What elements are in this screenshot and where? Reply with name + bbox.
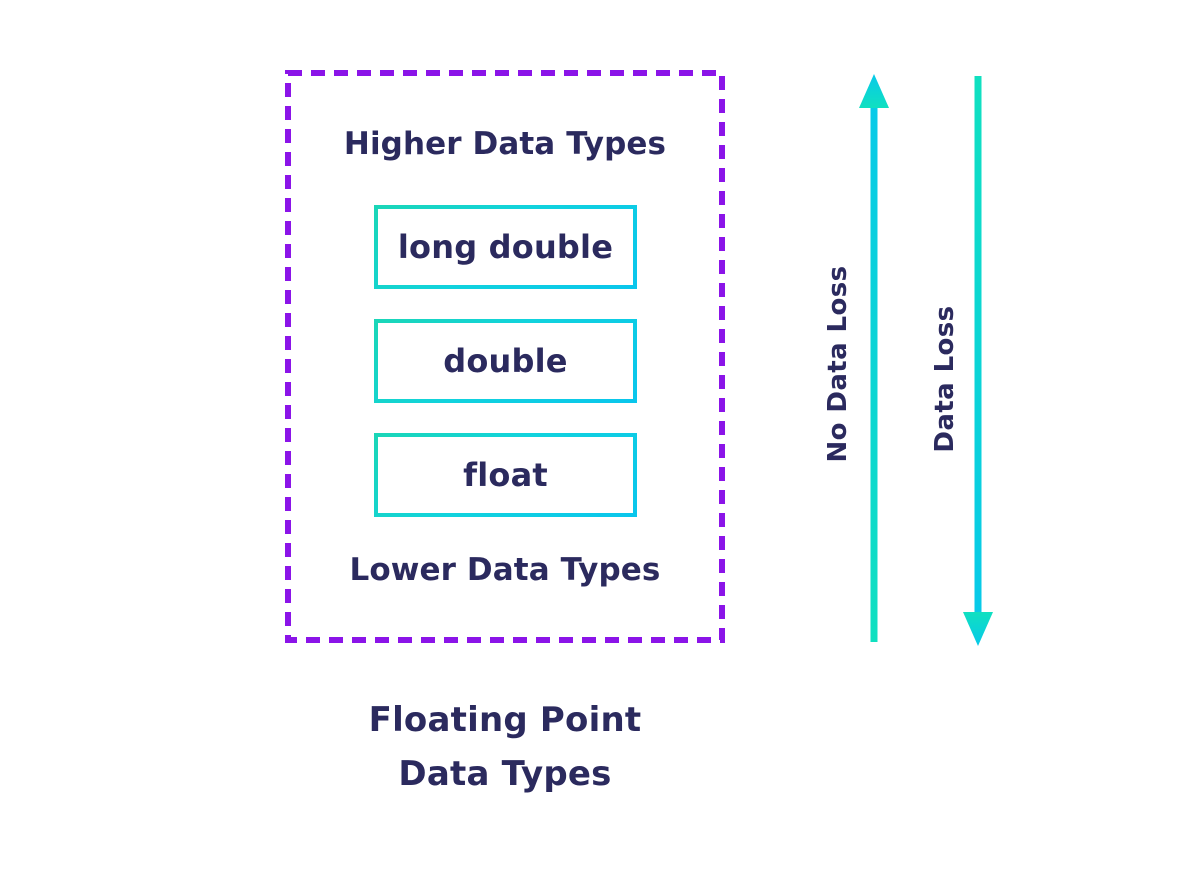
higher-data-types-label: Higher Data Types <box>343 126 667 162</box>
diagram-title-line-2: Data Types <box>398 754 612 795</box>
conversion-arrows <box>790 60 1040 660</box>
type-box-double[interactable]: double <box>374 319 637 403</box>
type-box-float[interactable]: float <box>374 433 637 517</box>
type-box-long-double[interactable]: long double <box>374 205 637 289</box>
data-loss-caption: Data Loss <box>930 305 960 453</box>
type-box-label: float <box>463 456 548 494</box>
diagram-title-line-1: Floating Point <box>368 700 642 740</box>
floating-point-group-box: Higher Data Types long double double flo… <box>285 70 725 643</box>
no-data-loss-caption: No Data Loss <box>823 265 853 463</box>
type-box-label: long double <box>397 228 614 266</box>
data-loss-arrow-down <box>963 76 993 646</box>
lower-data-types-label: Lower Data Types <box>349 552 661 588</box>
type-box-label: double <box>443 342 568 380</box>
dashed-border-outline <box>285 70 725 643</box>
no-data-loss-arrow-up <box>859 74 889 642</box>
diagram-title: Floating Point Data Types <box>205 693 805 802</box>
